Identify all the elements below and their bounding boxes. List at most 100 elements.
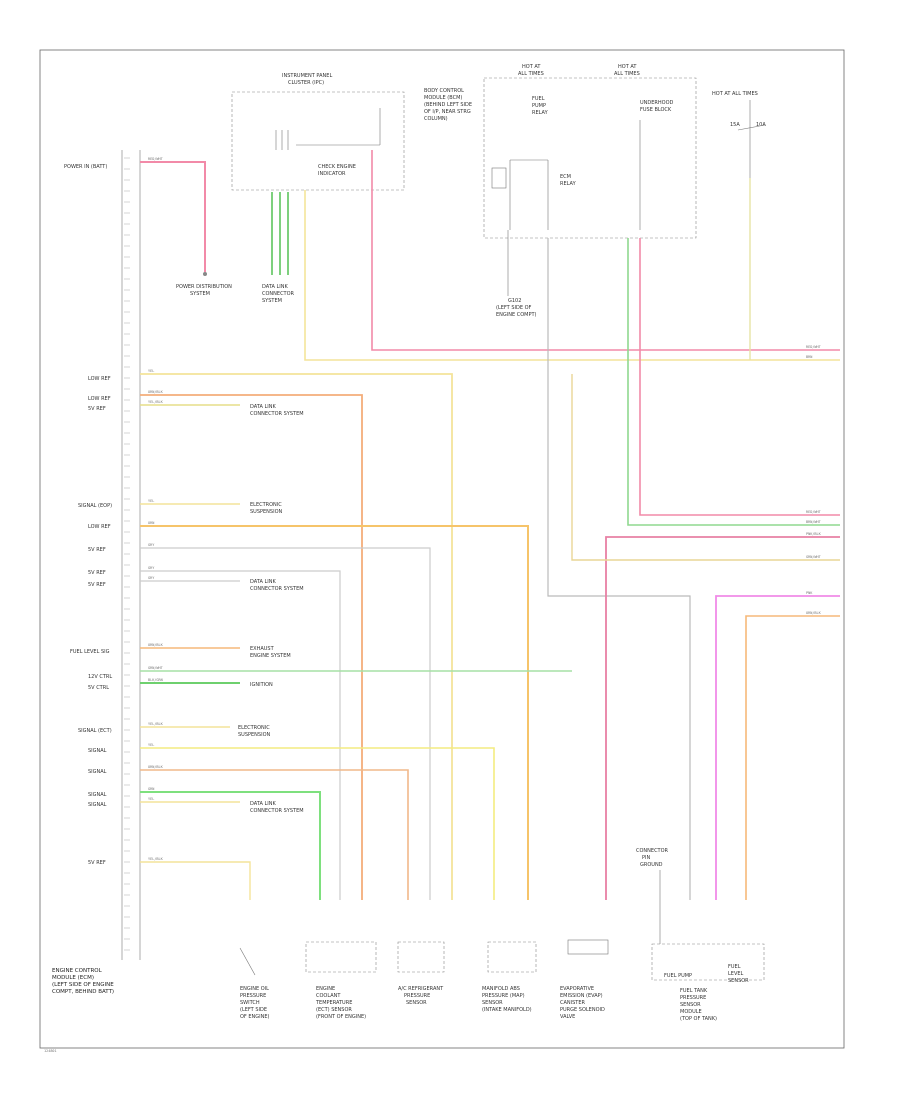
hot-at-all-times-fuse: HOT AT ALL TIMES 15A 10A bbox=[712, 91, 766, 178]
ref-label: ELECTRONIC bbox=[250, 502, 282, 508]
sensor-label: ENGINE OIL bbox=[240, 986, 269, 992]
right-wire-labels: RED/WHT BRN RED/WHT BRN/WHT PNK/BLK GRN/… bbox=[806, 345, 822, 615]
wire-label: YEL bbox=[148, 369, 154, 373]
sensor-label: PRESSURE bbox=[240, 993, 266, 999]
ref-label: IGNITION bbox=[250, 682, 273, 688]
ecm-label-line: ENGINE CONTROL bbox=[52, 968, 103, 974]
ecm-label-line: (LEFT SIDE OF ENGINE bbox=[52, 982, 114, 988]
ground-label: PIN bbox=[642, 855, 650, 861]
pin-label: FUEL LEVEL SIG bbox=[70, 649, 110, 655]
wire-label: PNK bbox=[806, 591, 813, 595]
ref-label: SYSTEM bbox=[262, 298, 282, 304]
fuel-level-label: SENSOR bbox=[728, 978, 749, 984]
pin-label: SIGNAL (EOP) bbox=[78, 503, 112, 509]
wire-label: BRN bbox=[806, 355, 812, 359]
pin-label: 5V CTRL bbox=[88, 685, 109, 691]
diagram-frame bbox=[39, 49, 845, 1049]
fuse-rating: 15A bbox=[730, 122, 740, 128]
pin-label: LOW REF bbox=[88, 396, 111, 402]
fuse-label: ALL TIMES bbox=[518, 71, 544, 77]
sensor-label: FUEL TANK bbox=[680, 988, 708, 994]
ref-label: SYSTEM bbox=[190, 291, 210, 297]
ref-label: EXHAUST bbox=[250, 646, 275, 652]
fuel-pump-label: FUEL PUMP bbox=[664, 973, 692, 979]
ref-label: SUSPENSION bbox=[238, 732, 271, 738]
ground-label: ENGINE COMPT) bbox=[496, 312, 537, 318]
wire-label: RED/WHT bbox=[806, 510, 822, 514]
ecm-label: ENGINE CONTROL MODULE (ECM) (LEFT SIDE O… bbox=[52, 968, 114, 995]
sensor-label: OF ENGINE) bbox=[240, 1014, 270, 1020]
sensor-label: SWITCH bbox=[240, 1000, 260, 1006]
sensor-label: SENSOR bbox=[482, 1000, 503, 1006]
wire-label: ORN/BLK bbox=[148, 643, 164, 647]
ref-label: CONNECTOR bbox=[262, 291, 295, 297]
wire-label: PNK/BLK bbox=[806, 532, 822, 536]
wire-label: GRY bbox=[148, 543, 155, 547]
ground-label: (LEFT SIDE OF bbox=[496, 305, 532, 311]
relay-label: PUMP bbox=[532, 103, 546, 109]
ref-label: DATA LINK bbox=[262, 284, 288, 290]
wire-label: GRN/WHT bbox=[148, 666, 164, 670]
pin-label: 5V REF bbox=[88, 860, 106, 866]
ref-label: CONNECTOR SYSTEM bbox=[250, 411, 304, 417]
ground-label: G102 bbox=[508, 298, 521, 304]
fuse-label: HOT AT bbox=[522, 64, 541, 70]
ref-label: ELECTRONIC bbox=[238, 725, 270, 731]
sensor-label: PRESSURE (MAP) bbox=[482, 993, 525, 999]
pin-label: 12V CTRL bbox=[88, 674, 112, 680]
wire-label: BRN/WHT bbox=[806, 520, 822, 524]
sensor-components: ENGINE OIL PRESSURE SWITCH (LEFT SIDE OF… bbox=[239, 848, 765, 1022]
wire-label: ORN bbox=[148, 521, 154, 525]
ref-label: CONNECTOR SYSTEM bbox=[250, 808, 304, 814]
ref-label: DATA LINK bbox=[250, 579, 276, 585]
sensor-label: CANISTER bbox=[560, 1000, 586, 1006]
relay-inner-label: ECM bbox=[560, 174, 571, 180]
relay-label: RELAY bbox=[532, 110, 549, 116]
wire-label: GRN bbox=[148, 787, 154, 791]
sensor-label: A/C REFRIGERANT bbox=[398, 986, 444, 992]
power-distribution-ref: POWER DISTRIBUTION SYSTEM bbox=[176, 284, 232, 297]
sensor-label: MANIFOLD ABS bbox=[482, 986, 520, 992]
sensor-label: SENSOR bbox=[406, 1000, 427, 1006]
wire-label: YEL bbox=[148, 797, 154, 801]
wire-label: YEL bbox=[148, 499, 154, 503]
wire-label: ORN/BLK bbox=[806, 611, 822, 615]
sensor-label: (ECT) SENSOR bbox=[316, 1007, 352, 1013]
ref-label: SUSPENSION bbox=[250, 509, 283, 515]
pin-label: 5V REF bbox=[88, 582, 106, 588]
fuse-label: HOT AT bbox=[618, 64, 637, 70]
ref-label: DATA LINK bbox=[250, 404, 276, 410]
relay-label: FUEL bbox=[532, 96, 545, 102]
bcm-label-line: MODULE (BCM) bbox=[424, 95, 462, 101]
fuse-rating: 10A bbox=[756, 122, 766, 128]
fuse-label: HOT AT ALL TIMES bbox=[712, 91, 758, 97]
sensor-label: TEMPERATURE bbox=[315, 1000, 352, 1006]
wire-label: YEL/BLK bbox=[148, 857, 164, 861]
relay-inner-label: RELAY bbox=[560, 181, 577, 187]
ecm-connector bbox=[121, 150, 141, 960]
ground-g102: G102 (LEFT SIDE OF ENGINE COMPT) bbox=[496, 230, 537, 318]
pin-label: SIGNAL bbox=[88, 769, 107, 775]
pin-label: SIGNAL (ECT) bbox=[78, 728, 112, 734]
wire-label: RED/WHT bbox=[806, 345, 822, 349]
ipc-label: INSTRUMENT PANEL bbox=[282, 73, 332, 79]
sensor-label: COOLANT bbox=[316, 993, 341, 999]
wires bbox=[140, 150, 840, 900]
ref-label: ENGINE SYSTEM bbox=[250, 653, 291, 659]
fuel-level-label: LEVEL bbox=[728, 971, 744, 977]
bcm-label-line: (BEHIND LEFT SIDE bbox=[424, 102, 472, 108]
pin-label: 5V REF bbox=[88, 406, 106, 412]
sensor-label: PURGE SOLENOID bbox=[560, 1007, 605, 1013]
fuel-level-label: FUEL bbox=[728, 964, 741, 970]
underhood-label: FUSE BLOCK bbox=[640, 107, 672, 113]
sensor-label: EMISSION (EVAP) bbox=[560, 993, 603, 999]
pin-label: 5V REF bbox=[88, 570, 106, 576]
wire-label: YEL bbox=[148, 743, 154, 747]
diagram-code: 124801 bbox=[44, 1049, 57, 1053]
pin-label: SIGNAL bbox=[88, 802, 107, 808]
wire-label: GRY bbox=[148, 576, 155, 580]
bcm-label-line: COLUMN) bbox=[424, 116, 448, 122]
sensor-label: PRESSURE bbox=[404, 993, 430, 999]
pin-label: 5V REF bbox=[88, 547, 106, 553]
